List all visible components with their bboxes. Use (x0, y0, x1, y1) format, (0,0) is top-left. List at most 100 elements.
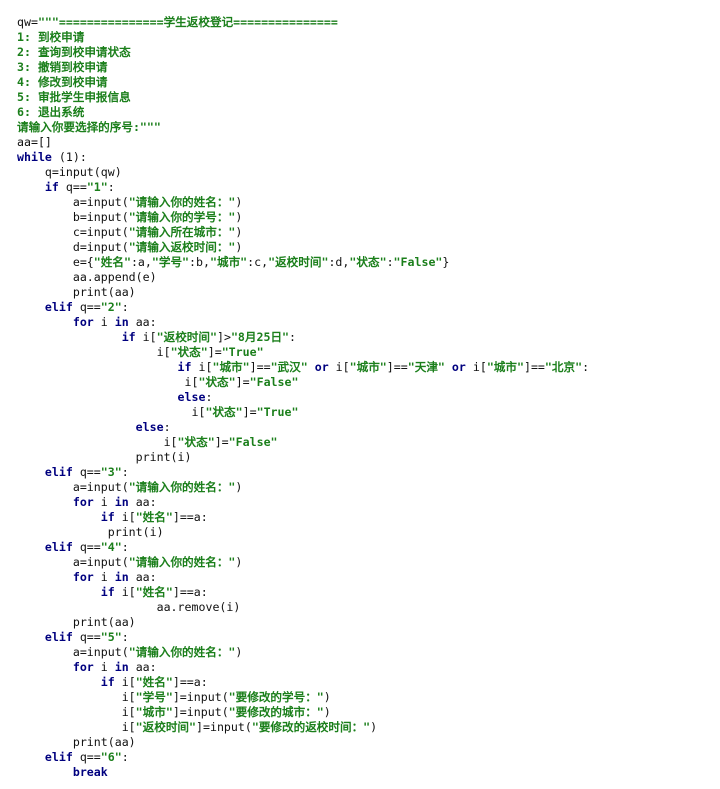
code-token: d=input( (17, 240, 129, 254)
string-literal-token: "状态" (177, 435, 215, 449)
code-token (445, 360, 452, 374)
code-line: 请输入你要选择的序号:""" (17, 120, 589, 135)
keyword-token: for (72, 495, 94, 509)
code-line: 2: 查询到校申请状态 (17, 45, 589, 60)
string-literal-token: 4: 修改到校申请 (17, 75, 108, 89)
code-token: q== (72, 750, 101, 764)
keyword-token: if (100, 585, 115, 599)
code-token (17, 495, 73, 509)
code-line: 5: 审批学生申报信息 (17, 90, 589, 105)
string-literal-token: "请输入所在城市：" (128, 225, 236, 239)
code-line: i["城市"]=input("要修改的城市：") (17, 705, 589, 720)
code-line: e={"姓名":a,"学号":b,"城市":c,"返校时间":d,"状态":"F… (17, 255, 589, 270)
keyword-token: in (114, 315, 129, 329)
code-line: for i in aa: (17, 495, 589, 510)
code-token (17, 630, 45, 644)
code-line: if i["姓名"]==a: (17, 510, 589, 525)
string-literal-token: 2: 查询到校申请状态 (17, 45, 131, 59)
code-token: ) (323, 690, 331, 704)
code-token: : (289, 330, 297, 344)
code-line: print(i) (17, 450, 589, 465)
code-token: print(aa) (17, 615, 136, 629)
string-literal-token: "请输入你的学号：" (128, 210, 236, 224)
code-token: :b, (189, 255, 210, 269)
code-token: ]= (207, 345, 222, 359)
code-token (17, 510, 101, 524)
code-token: q== (72, 630, 101, 644)
code-line: i["状态"]="False" (17, 375, 589, 390)
code-token: a=input( (17, 480, 129, 494)
code-line: print(aa) (17, 285, 589, 300)
code-token: i[ (17, 405, 206, 419)
keyword-token: else (135, 420, 164, 434)
code-token: ) (235, 645, 243, 659)
code-token: aa.append(e) (17, 270, 157, 284)
string-literal-token: "姓名" (135, 675, 173, 689)
string-literal-token: "请输入返校时间：" (128, 240, 236, 254)
keyword-token: else (177, 390, 206, 404)
code-line: print(aa) (17, 735, 589, 750)
keyword-token: in (114, 495, 129, 509)
string-literal-token: "姓名" (135, 585, 173, 599)
code-token (308, 360, 315, 374)
code-line: if i["城市"]=="武汉" or i["城市"]=="天津" or i["… (17, 360, 590, 375)
code-token: ]==a: (172, 675, 208, 689)
code-editor[interactable]: qw="""===============学生返校登记=============… (17, 15, 589, 780)
code-line: print(aa) (17, 615, 589, 630)
keyword-token: for (72, 570, 94, 584)
code-token: : (107, 180, 115, 194)
code-token: ) (235, 225, 243, 239)
code-line: 1: 到校申请 (17, 30, 589, 45)
keyword-token: elif (44, 630, 73, 644)
code-token: ]=input( (172, 690, 229, 704)
code-token: : (121, 630, 129, 644)
string-literal-token: 6: 退出系统 (17, 105, 85, 119)
code-token (17, 390, 178, 404)
code-token: a=input( (17, 555, 129, 569)
keyword-token: elif (44, 300, 73, 314)
code-token: : (121, 465, 129, 479)
string-literal-token: 请输入你要选择的序号:""" (17, 120, 161, 134)
code-token (17, 750, 45, 764)
string-literal-token: "请输入你的姓名：" (128, 645, 236, 659)
string-literal-token: "False" (249, 375, 299, 389)
code-line: i["返校时间"]=input("要修改的返校时间：") (17, 720, 589, 735)
code-token: e={ (17, 255, 94, 269)
code-token: :c, (247, 255, 269, 269)
code-token: i[ (17, 375, 199, 389)
string-literal-token: "请输入你的姓名：" (128, 480, 236, 494)
code-token: aa.remove(i) (17, 600, 241, 614)
code-line: d=input("请输入返校时间：") (17, 240, 589, 255)
code-token: ]= (214, 435, 229, 449)
code-token: ]==a: (172, 585, 208, 599)
code-line: i["状态"]="True" (17, 345, 589, 360)
code-token: i[ (114, 510, 136, 524)
code-token: print(aa) (17, 285, 136, 299)
string-literal-token: 1: 到校申请 (17, 30, 85, 44)
keyword-token: break (72, 765, 108, 779)
keyword-token: or (314, 360, 329, 374)
string-literal-token: "True" (221, 345, 264, 359)
code-token: q== (72, 540, 101, 554)
code-token: aa: (128, 495, 157, 509)
code-token: i[ (114, 585, 136, 599)
keyword-token: elif (44, 750, 73, 764)
code-token (17, 540, 45, 554)
code-token: ]= (242, 405, 257, 419)
string-literal-token: "城市" (349, 360, 387, 374)
code-token (17, 660, 73, 674)
string-literal-token: "学号" (151, 255, 190, 269)
code-token (17, 675, 101, 689)
string-literal-token: "北京" (544, 360, 583, 374)
code-token: i (93, 495, 115, 509)
code-token: ]= (235, 375, 250, 389)
code-token: i[ (17, 345, 171, 359)
code-line: for i in aa: (17, 570, 589, 585)
code-token: ]== (523, 360, 545, 374)
code-token: ) (370, 720, 378, 734)
code-line: aa.remove(i) (17, 600, 589, 615)
code-token: q== (58, 180, 87, 194)
code-token: i[ (191, 360, 213, 374)
string-literal-token: "5" (100, 630, 122, 644)
code-line: i["学号"]=input("要修改的学号：") (17, 690, 589, 705)
